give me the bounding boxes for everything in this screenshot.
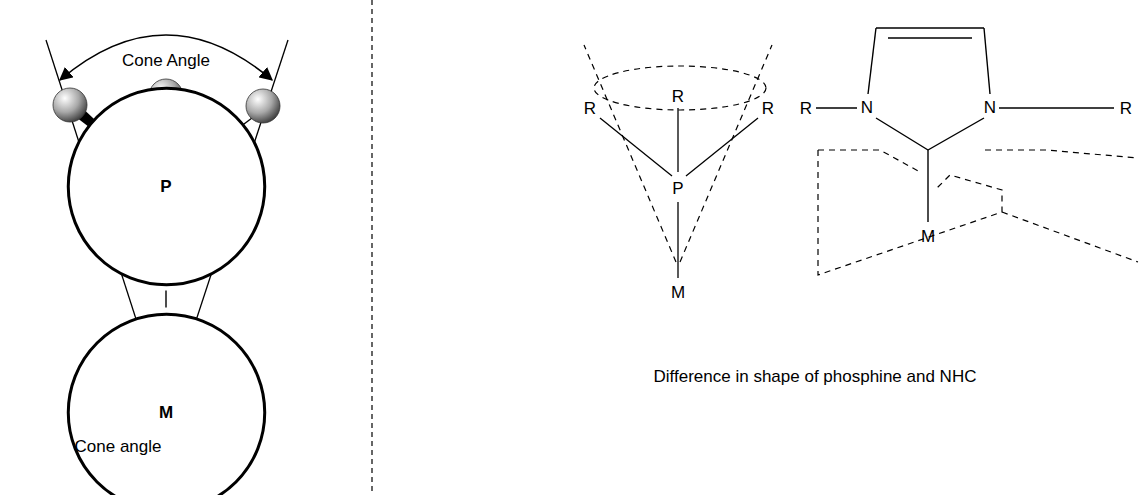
atom-label: M <box>921 228 935 245</box>
substituent-label: R <box>800 100 812 117</box>
atom-label: N <box>861 99 873 116</box>
bond-line <box>165 291 166 308</box>
caption-label: Difference in shape of phosphine and NHC <box>654 368 977 385</box>
atom-symbol: P <box>62 82 271 291</box>
caption-label: Cone angle <box>75 438 162 455</box>
substituent-label: R <box>762 100 774 117</box>
atom-symbol: M <box>62 308 271 495</box>
atom-label: P <box>672 180 683 197</box>
atom-circle: P <box>62 82 271 291</box>
atom-label: N <box>984 99 996 116</box>
angle-label: Cone Angle <box>122 52 210 69</box>
atom-circle: M <box>62 308 271 495</box>
circle-outline <box>62 308 271 495</box>
substituent-label: R <box>584 100 596 117</box>
atom-label: M <box>671 284 685 301</box>
substituent-label: R <box>1120 100 1132 117</box>
substituent-label: R <box>672 88 684 105</box>
